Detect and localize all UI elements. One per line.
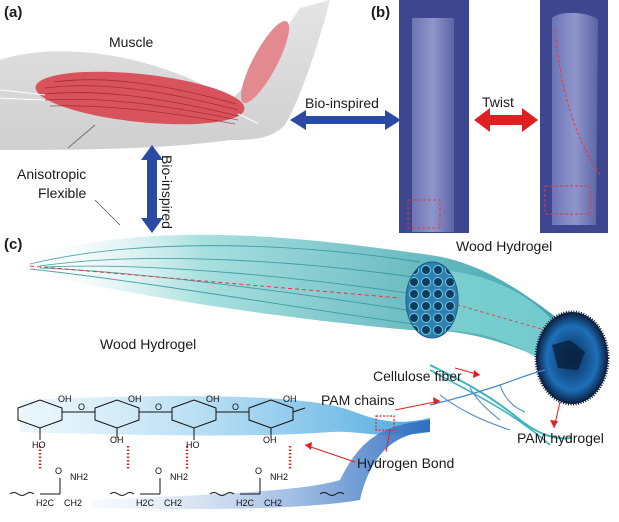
hydrogen-bond-zoom-box [375,415,395,431]
annotation-line-bottom [94,199,121,226]
muscle-label: Muscle [109,34,154,50]
svg-text:CH2: CH2 [64,498,82,508]
straight-hydrogel-photo [399,0,469,233]
svg-text:OH: OH [128,394,142,404]
svg-text:CH2: CH2 [164,498,182,508]
chemical-labels: OH OH OH OH O O O HO OH HO OH O O O NH2 … [32,394,297,508]
svg-text:OH: OH [110,435,124,445]
pam-backbone [9,478,345,496]
pam-chain-band [90,420,430,510]
bio-inspired-double-arrow-horizontal [290,110,401,130]
cellulose-structure [17,399,306,440]
svg-text:OH: OH [283,394,297,404]
wood-cross-section [405,261,459,339]
svg-text:OH: OH [58,394,72,404]
svg-text:CH2: CH2 [264,498,282,508]
svg-text:H2C: H2C [136,498,155,508]
annotation-line-top [67,124,96,149]
pam-chains-label: PAM chains [321,392,395,408]
svg-text:O: O [55,466,62,476]
panel-label-c: (c) [4,236,23,253]
bio-inspired-double-arrow-vertical [141,145,163,233]
hydrogen-bond-label: Hydrogen Bond [357,455,455,471]
pam-hydrogel-label: PAM hydrogel [517,430,604,446]
polymer-strands [429,364,573,446]
svg-text:NH2: NH2 [270,472,288,482]
axis-dash-line [29,265,401,299]
cellulose-fiber-label: Cellulose fiber [373,368,462,384]
bio-inspired-label-horizontal: Bio-inspired [305,95,379,111]
svg-text:HO: HO [32,440,46,450]
flexible-label: Flexible [38,185,87,201]
bicep-muscle [240,20,290,104]
svg-text:O: O [78,402,85,412]
svg-text:O: O [155,402,162,412]
svg-text:O: O [255,466,262,476]
svg-text:OH: OH [263,435,277,445]
panel-label-a: (a) [4,4,23,21]
svg-text:H2C: H2C [36,498,55,508]
anisotropic-label: Anisotropic [17,166,87,182]
svg-text:O: O [155,466,162,476]
svg-text:NH2: NH2 [170,472,188,482]
svg-text:O: O [232,402,239,412]
hydrogen-bond-dashes [38,446,292,470]
annotation-leaders [304,367,561,463]
arrowheads [305,370,558,450]
twist-double-arrow [474,108,538,132]
bio-inspired-label-vertical: Bio-inspired [158,155,175,229]
arm-illustration [0,0,330,226]
svg-text:OH: OH [206,394,220,404]
twisted-hydrogel-photo [540,0,608,233]
svg-text:HO: HO [186,440,200,450]
wood-hydrogel-caption: Wood Hydrogel [456,238,553,254]
panel-label-b: (b) [371,4,391,21]
svg-text:H2C: H2C [236,498,255,508]
wood-hydrogel-label: Wood Hydrogel [100,336,197,352]
svg-text:NH2: NH2 [70,472,88,482]
twist-label: Twist [482,94,514,110]
